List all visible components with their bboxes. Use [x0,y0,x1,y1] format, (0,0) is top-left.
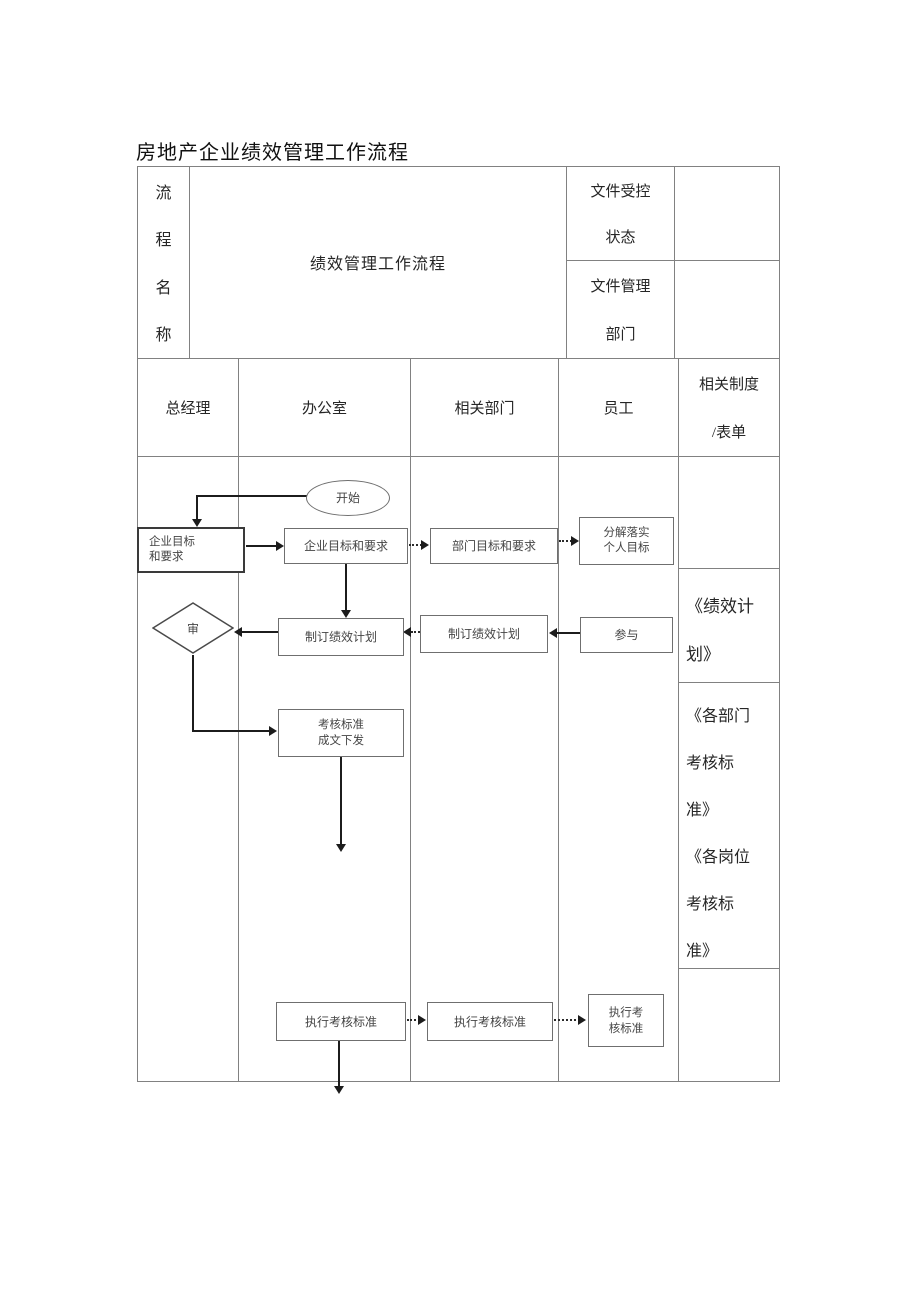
docref-performance-plan: 《绩效计 划》 [686,580,778,676]
title-cell-divider [566,166,567,358]
lane-header-divider [137,456,780,457]
flow-dept-goals-node: 部门目标和要求 [430,528,558,564]
flow-office-goals-node: 企业目标和要求 [284,528,408,564]
doc-control-value [675,167,779,259]
arrowhead-into-dept-goals [421,540,429,550]
lane-header-docs-line1: 相关制度 [698,376,759,393]
flow-staff-exec-node: 执行考 核标准 [588,994,664,1047]
docref-line: 《绩效计 [686,596,754,616]
arrowhead-exec-down [334,1086,344,1094]
lane-header-docs-line2: /表单 [711,424,747,441]
docs-cell-divider-3 [678,968,780,969]
lane-divider-depts-staff [558,358,559,1081]
arrowhead-into-staff-exec [578,1015,586,1025]
arrowhead-into-gm-goals [192,519,202,527]
arrowhead-into-office-goals [276,541,284,551]
doc-control-line1: 文件受控 [590,183,651,200]
flow-standards-issue-line2: 成文下发 [318,735,364,747]
flow-staff-goals-line1: 分解落实 [603,527,650,539]
lane-divider-staff-docs [678,358,679,1081]
connector-start-horizontal [197,495,307,497]
arrowhead-into-dept-plan [549,628,557,638]
process-name-char: 程 [155,232,172,250]
table-border-top [137,166,780,167]
connector-review-down [192,655,194,732]
process-name-char: 名 [155,279,172,297]
flow-staff-join-node: 参与 [580,617,673,653]
flow-staff-goals-line2: 个人目标 [603,542,650,554]
connector-plan-to-review [241,631,278,633]
arrowhead-into-standards-issue [269,726,277,736]
doc-dept-value [675,261,779,357]
page-title: 房地产企业绩效管理工作流程 [136,142,409,164]
docref-line: 划》 [686,644,720,664]
flow-standards-issue-node: 考核标准 成文下发 [278,709,404,757]
connector-review-right [192,730,270,732]
docref-line: 准》 [686,801,719,819]
table-border-right [779,166,780,1082]
header-row-divider [137,358,780,359]
flow-gm-goals-line2: 和要求 [149,551,184,563]
flow-office-exec-node: 执行考核标准 [276,1002,406,1041]
table-border-left [137,166,138,1082]
lane-header-gm: 总经理 [165,400,211,417]
flow-staff-exec-line2: 核标准 [608,1022,644,1035]
flow-standards-issue-line1: 考核标准 [318,719,364,731]
lane-header-office: 办公室 [301,400,347,417]
lane-divider-office-depts [410,358,411,1081]
docref-line: 考核标 [686,895,735,913]
docref-line: 准》 [686,942,719,960]
flow-review-node: 审 [186,621,199,636]
flow-dept-plan-node: 制订绩效计划 [420,615,548,653]
arrowhead-into-office-plan [341,610,351,618]
table-border-bottom [137,1081,780,1082]
lane-divider-gm-office [238,358,239,1081]
docref-line: 考核标 [686,754,735,772]
header-split-line [566,260,780,261]
docs-cell-divider-2 [678,682,780,683]
name-cell-divider [189,166,190,358]
process-name-char: 称 [155,327,172,345]
flow-start-node: 开始 [306,480,390,516]
flow-gm-goals-node: 企业目标 和要求 [137,527,245,573]
flow-staff-exec-line1: 执行考 [608,1006,644,1019]
docref-line: 《各岗位 [686,848,751,866]
arrowhead-into-review [234,627,242,637]
process-name-label: 流 程 名 称 [138,167,189,357]
docs-cell-divider-1 [678,568,780,569]
arrowhead-standards-down [336,844,346,852]
doc-dept-line1: 文件管理 [590,278,651,295]
connector-start-vertical [196,495,198,521]
connector-exec-down [338,1041,340,1088]
connector-gm-to-office-goals [246,545,277,547]
doc-dept-line2: 部门 [605,326,636,343]
process-title-cell: 绩效管理工作流程 [309,256,446,273]
lane-header-docs: 相关制度 /表单 [679,359,779,455]
doc-control-label: 文件受控 状态 [567,167,674,259]
process-name-char: 流 [155,184,172,202]
flow-gm-goals-line1: 企业目标 [149,536,195,548]
connector-office-to-dept-goals [409,544,422,546]
arrowhead-into-dept-exec [418,1015,426,1025]
review-diamond-shape [152,602,234,654]
docref-assessment-standards: 《各部门 考核标 准》 《各岗位 考核标 准》 [686,690,778,972]
connector-standards-down [340,757,342,846]
connector-dept-to-staff-goals [559,540,572,542]
flow-office-plan-node: 制订绩效计划 [278,618,404,656]
connector-join-to-dept-plan [556,632,580,634]
connector-dept-plan-to-office-plan [411,631,420,633]
connector-dept-to-staff-exec [554,1019,580,1021]
docref-line: 《各部门 [686,707,751,725]
arrowhead-into-office-plan-side [403,627,411,637]
connector-office-to-dept-exec [407,1019,420,1021]
arrowhead-into-staff-goals [571,536,579,546]
doc-control-line2: 状态 [605,229,636,246]
doc-dept-label: 文件管理 部门 [567,261,674,357]
flow-dept-exec-node: 执行考核标准 [427,1002,553,1041]
lane-header-staff: 员工 [603,400,634,417]
control-cell-divider [674,166,675,358]
flow-staff-goals-node: 分解落实 个人目标 [579,517,674,565]
connector-goals-to-plan [345,564,347,612]
lane-header-depts: 相关部门 [454,400,515,417]
